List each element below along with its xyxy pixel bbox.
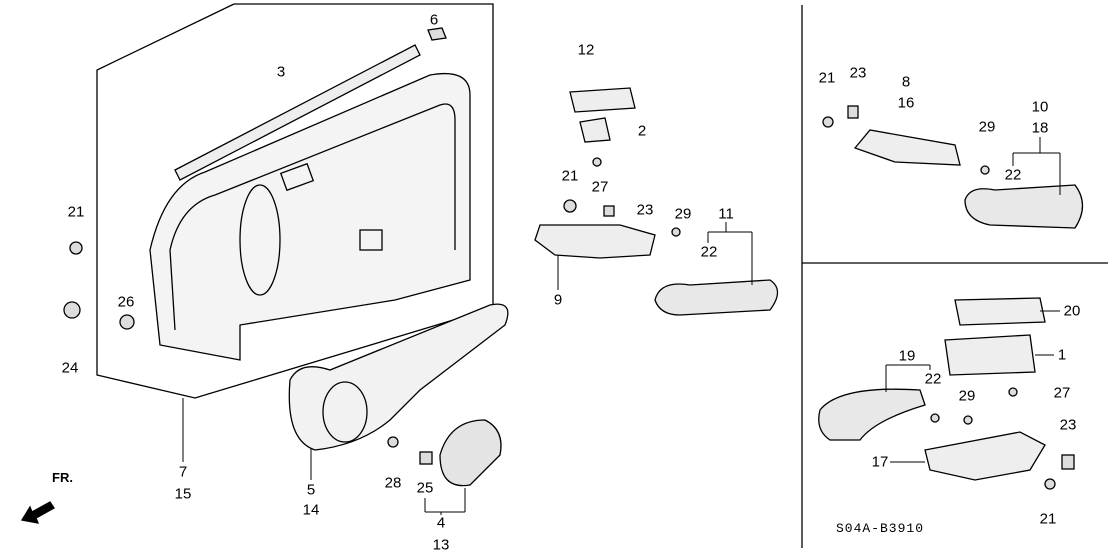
door-panel-pocket — [239, 184, 281, 296]
clip-part-22-bottom — [930, 413, 940, 423]
bezel-part-12 — [569, 87, 636, 113]
callout-26: 26 — [117, 293, 135, 311]
screw-part-27-bottom — [1008, 387, 1018, 397]
handle-frame-part-8 — [853, 129, 961, 166]
screw-part-29-center — [671, 227, 681, 237]
screw-part-29-bottom — [963, 415, 973, 425]
callout-2: 2 — [637, 122, 647, 140]
pull-pocket-part-10 — [964, 184, 1084, 229]
callout-6: 6 — [429, 11, 439, 29]
door-lining-panel — [149, 72, 471, 361]
speaker-grille-part-4 — [439, 419, 502, 487]
callout-11: 11 — [718, 205, 734, 223]
diagram-code: S04A-B3910 — [836, 521, 925, 536]
switch-part-1 — [944, 334, 1036, 376]
assembly-box-outline — [96, 3, 494, 399]
callout-19: 19 — [898, 347, 916, 365]
nut-part-23-right — [847, 105, 859, 119]
switch-panel-part-20 — [954, 297, 1046, 326]
callout-21: 21 — [67, 203, 85, 221]
callout-23: 23 — [849, 64, 867, 82]
callout-3: 3 — [276, 63, 286, 81]
clip-part-21-left — [69, 241, 83, 255]
clip-part-21-bottom — [1044, 478, 1056, 490]
clip-part-21-center — [563, 199, 577, 213]
armrest-speaker-ring — [322, 381, 368, 443]
callout-22: 22 — [924, 370, 942, 388]
callout-18: 18 — [1031, 119, 1049, 137]
callout-23: 23 — [636, 201, 654, 219]
callout-29: 29 — [978, 118, 996, 136]
screw-part-28 — [387, 436, 399, 448]
nut-part-25 — [419, 451, 433, 465]
callout-28: 28 — [384, 474, 402, 492]
inner-handle-assembly-part-17 — [924, 431, 1046, 481]
callout-13: 13 — [432, 536, 450, 553]
callout-20: 20 — [1063, 302, 1081, 320]
callout-21: 21 — [818, 69, 836, 87]
callout-8: 8 — [901, 73, 911, 91]
door-panel-switch-recess — [359, 229, 383, 251]
handle-frame-part-9 — [534, 224, 656, 259]
callout-23: 23 — [1059, 416, 1077, 434]
callout-4: 4 — [436, 514, 446, 532]
clip-part-24 — [63, 301, 81, 319]
screw-part-27-center — [592, 157, 602, 167]
armrest-part-5 — [288, 303, 509, 451]
screw-part-29-right — [980, 165, 990, 175]
callout-21: 21 — [1039, 510, 1057, 528]
callout-27: 27 — [1053, 384, 1071, 402]
callout-16: 16 — [897, 94, 915, 112]
bracket-part-2 — [579, 117, 611, 143]
callout-1: 1 — [1057, 346, 1067, 364]
front-direction-arrow-icon — [20, 501, 55, 524]
weatherstrip-part-3 — [174, 44, 421, 181]
clip-part-6 — [427, 27, 447, 41]
callout-27: 27 — [591, 178, 609, 196]
callout-15: 15 — [174, 485, 192, 503]
callout-7: 7 — [178, 463, 188, 481]
inner-handle-part-19 — [818, 388, 926, 441]
callout-14: 14 — [302, 501, 320, 519]
callout-17: 17 — [871, 453, 889, 471]
callout-22: 22 — [700, 243, 718, 261]
clip-part-26 — [119, 314, 135, 330]
door-panel-handle-recess — [279, 162, 315, 192]
pull-pocket-part-11 — [654, 279, 779, 316]
callout-5: 5 — [306, 481, 316, 499]
callout-21: 21 — [561, 167, 579, 185]
front-direction-label: FR. — [52, 470, 73, 485]
door-panel-inner-edge — [169, 103, 456, 331]
callout-12: 12 — [577, 41, 595, 59]
nut-part-23-bottom — [1061, 454, 1075, 470]
leader-lines — [182, 137, 1061, 515]
callout-24: 24 — [61, 359, 79, 377]
callout-10: 10 — [1031, 98, 1049, 116]
callout-29: 29 — [674, 205, 692, 223]
clip-part-21-right — [822, 116, 834, 128]
callout-25: 25 — [416, 479, 434, 497]
callout-9: 9 — [553, 291, 563, 309]
callout-22: 22 — [1004, 166, 1022, 184]
nut-part-23-center — [603, 205, 615, 217]
callout-29: 29 — [958, 387, 976, 405]
